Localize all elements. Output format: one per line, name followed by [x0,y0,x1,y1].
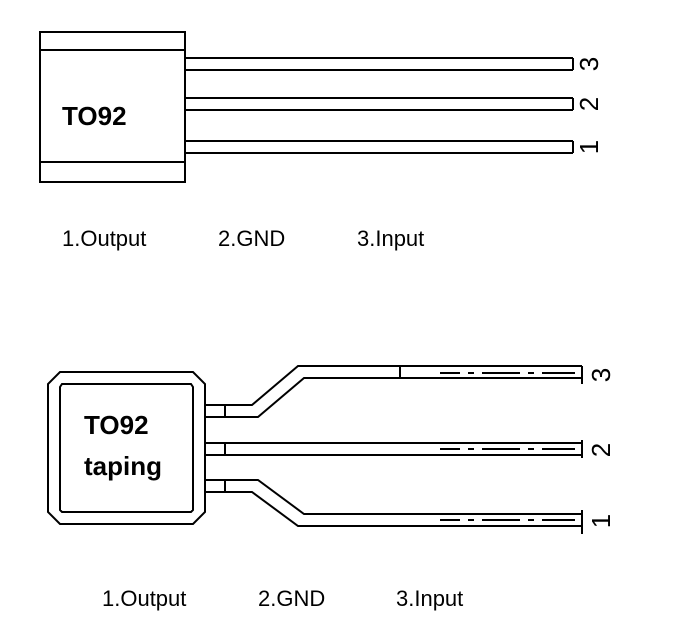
bottom-pin-function-3: 3.Input [396,586,463,611]
bottom-package-body [47,371,206,525]
bottom-pin-number-2: 2 [586,443,616,457]
top-pin-1-lead [185,140,574,154]
bottom-pin-number-1: 1 [586,514,616,528]
top-pin-number-1: 1 [574,140,604,154]
top-pin-function-3: 3.Input [357,226,424,251]
bottom-package-label-line2: taping [84,451,162,481]
top-pin-3-lead [185,57,574,71]
bottom-pin-function-2: 2.GND [258,586,325,611]
top-pin-number-3: 3 [574,57,604,71]
bottom-pin-1-lead [205,479,583,534]
top-pin-number-2: 2 [574,97,604,111]
bottom-pin-2-lead [205,440,583,458]
top-pin-2-lead [185,97,574,111]
bottom-pin-3-lead [205,365,583,418]
top-package-body [39,31,186,183]
bottom-package-label-line1: TO92 [84,410,149,440]
top-pin-function-2: 2.GND [218,226,285,251]
top-pin-function-1: 1.Output [62,226,146,251]
bottom-pin-function-1: 1.Output [102,586,186,611]
bottom-pin-number-3: 3 [586,368,616,382]
top-package-label: TO92 [62,101,127,131]
